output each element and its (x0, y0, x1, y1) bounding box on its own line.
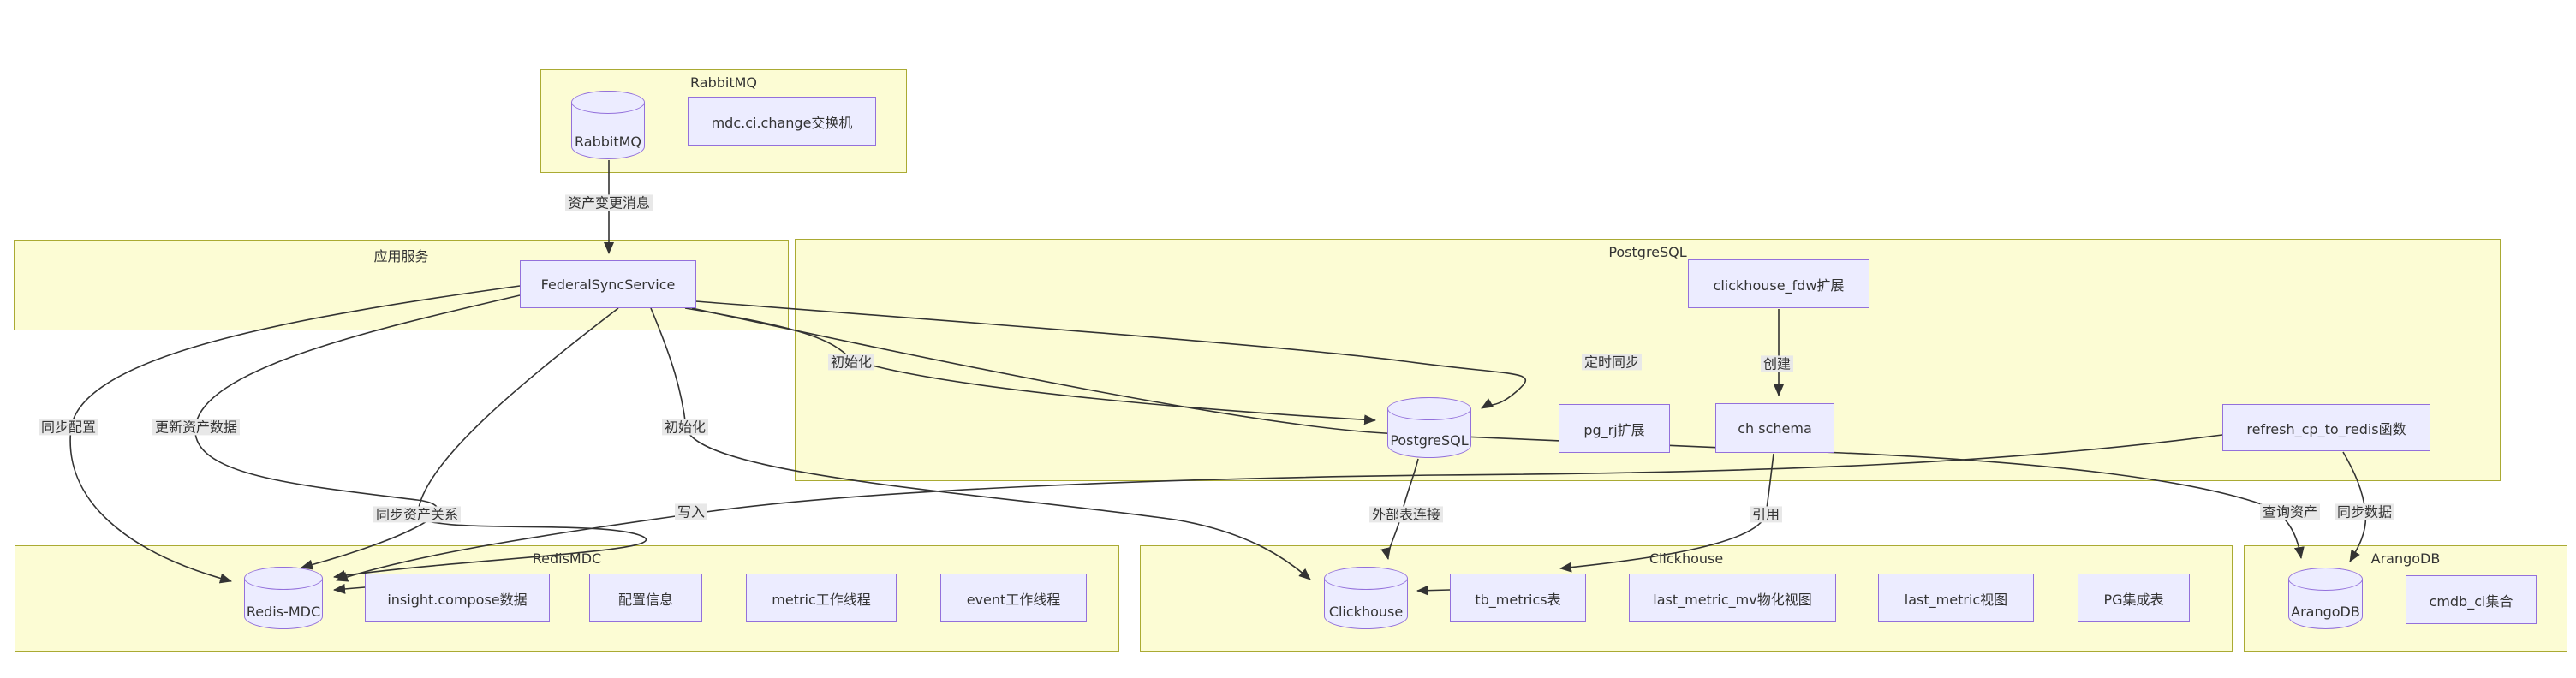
cylinder-top-ellipse (244, 567, 323, 590)
edge-fss-redis-upd (194, 294, 521, 570)
node-label: Redis-MDC (246, 604, 321, 620)
cylinder-top-ellipse (1324, 567, 1408, 590)
edge-fss-redis-cfg (69, 285, 521, 584)
node-label: Clickhouse (1328, 604, 1404, 620)
cylinder-top-ellipse (571, 91, 645, 114)
node-clickhouse-fdw: clickhouse_fdw扩展 (1688, 259, 1869, 308)
edge-fss-ch-init (650, 307, 1311, 580)
node-label: ch schema (1738, 419, 1812, 437)
node-label: refresh_cp_to_redis函数 (2246, 420, 2406, 437)
node-pg-rj-ext: pg_rj扩展 (1559, 404, 1670, 453)
node-cmdb-ci: cmdb_ci集合 (2406, 575, 2537, 624)
edge-label-fss-arango: 查询资产 (2259, 503, 2321, 520)
edge-label-fss-pg-init: 初始化 (827, 354, 875, 371)
cluster-title-arangodb: ArangoDB (2370, 550, 2441, 567)
node-event-worker: event工作线程 (940, 574, 1087, 622)
node-label: cmdb_ci集合 (2429, 592, 2513, 610)
edge-label-refresh-redis: 写入 (674, 503, 708, 520)
edge-label-refresh-arango: 同步数据 (2334, 503, 2395, 520)
node-insight-data: insight.compose数据 (365, 574, 550, 622)
cluster-title-rabbitmq: RabbitMQ (690, 74, 757, 91)
node-config-info: 配置信息 (589, 574, 702, 622)
edge-label-fss-pg-sync: 定时同步 (1581, 354, 1643, 371)
node-label: 配置信息 (617, 591, 673, 608)
node-label: mdc.ci.change交换机 (711, 114, 853, 131)
node-refresh-fn: refresh_cp_to_redis函数 (2222, 404, 2430, 451)
edge-label-schema-tbm: 引用 (1749, 506, 1783, 523)
edge-fss-pg-sync (695, 300, 1527, 409)
node-label: last_metric视图 (1904, 591, 2008, 608)
edge-label-fss-redis-cfg: 同步配置 (38, 419, 99, 436)
node-label: clickhouse_fdw扩展 (1713, 277, 1845, 294)
node-clickhouse-db: Clickhouse (1324, 567, 1408, 629)
edge-tbm-ch (1416, 585, 1451, 596)
cylinder-top-ellipse (1387, 397, 1471, 420)
edge-fss-pg-init (684, 307, 1376, 425)
node-postgresql-db: PostgreSQL (1387, 397, 1471, 458)
node-tb-metrics: tb_metrics表 (1450, 574, 1586, 622)
node-label: event工作线程 (966, 591, 1061, 608)
node-redis-db: Redis-MDC (244, 567, 323, 629)
node-metric-worker: metric工作线程 (746, 574, 897, 622)
node-ch-schema: ch schema (1715, 403, 1834, 453)
edge-fss-redis-rel (333, 307, 647, 581)
cluster-redismdc: RedisMDC (15, 545, 1119, 652)
cylinder-top-ellipse (2288, 568, 2363, 591)
edge-insight-redis (333, 583, 366, 594)
node-label: ArangoDB (2291, 604, 2360, 620)
edge-label-fss-redis-upd: 更新资产数据 (152, 419, 241, 436)
edge-label-fss-ch-init: 初始化 (661, 419, 709, 436)
cluster-title-redismdc: RedisMDC (532, 550, 602, 567)
node-last-metric-view: last_metric视图 (1878, 574, 2034, 622)
node-label: metric工作线程 (772, 591, 871, 608)
edge-fss-arango (691, 307, 2305, 559)
node-label: last_metric_mv物化视图 (1653, 591, 1812, 608)
edge-label-fdw-schema: 创建 (1760, 355, 1794, 372)
node-last-metric-mv: last_metric_mv物化视图 (1629, 574, 1836, 622)
node-label: PostgreSQL (1390, 432, 1469, 449)
edge-refresh-redis (336, 434, 2223, 582)
edge-schema-tbm (1559, 453, 1774, 573)
node-exchange: mdc.ci.change交换机 (688, 97, 876, 146)
node-label: pg_rj扩展 (1583, 421, 1645, 438)
edge-label-fss-redis-rel: 同步资产关系 (373, 506, 462, 523)
node-federal-sync-service: FederalSyncService (520, 260, 696, 308)
node-rabbitmq-db: RabbitMQ (571, 91, 645, 159)
node-label: FederalSyncService (540, 276, 676, 293)
node-label: tb_metrics表 (1475, 591, 1561, 608)
cluster-title-postgresql: PostgreSQL (1608, 244, 1687, 260)
node-label: PG集成表 (2103, 591, 2164, 608)
node-label: RabbitMQ (575, 134, 641, 150)
node-label: insight.compose数据 (387, 591, 528, 608)
node-pg-integration: PG集成表 (2078, 574, 2190, 622)
node-arangodb-db: ArangoDB (2288, 568, 2363, 629)
edge-label-pg-ch-ext: 外部表连接 (1368, 506, 1444, 523)
edge-label-mq-fss: 资产变更消息 (564, 194, 653, 211)
cluster-title-app-services: 应用服务 (373, 248, 429, 265)
